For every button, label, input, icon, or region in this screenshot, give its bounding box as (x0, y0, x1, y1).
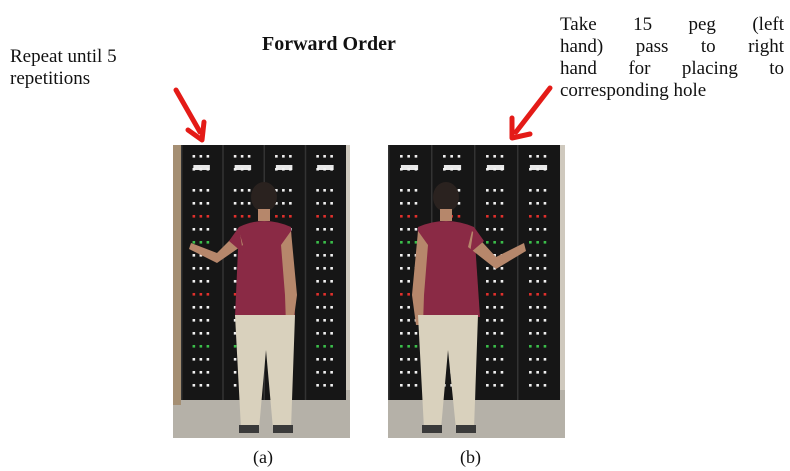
annotation-right-line-2: hand) pass to right (560, 36, 784, 57)
right-red-arrow-icon (509, 85, 553, 141)
annotation-right-line-3: hand for placing to (560, 58, 784, 79)
left-red-arrow-icon (173, 87, 207, 143)
photo-b (388, 145, 565, 438)
photo-a (173, 145, 350, 438)
photo-a-scene (173, 145, 350, 438)
photo-b-scene (388, 145, 565, 438)
annotation-right-line-1: Take 15 peg (left (560, 14, 784, 35)
figure-title: Forward Order (262, 33, 396, 55)
annotation-right: Take 15 peg (left hand) pass to right ha… (560, 14, 784, 102)
caption-b: (b) (460, 447, 481, 467)
caption-a: (a) (253, 447, 273, 467)
annotation-right-line-4: corresponding hole (560, 80, 707, 101)
annotation-left: Repeat until 5 repetitions (10, 46, 117, 89)
